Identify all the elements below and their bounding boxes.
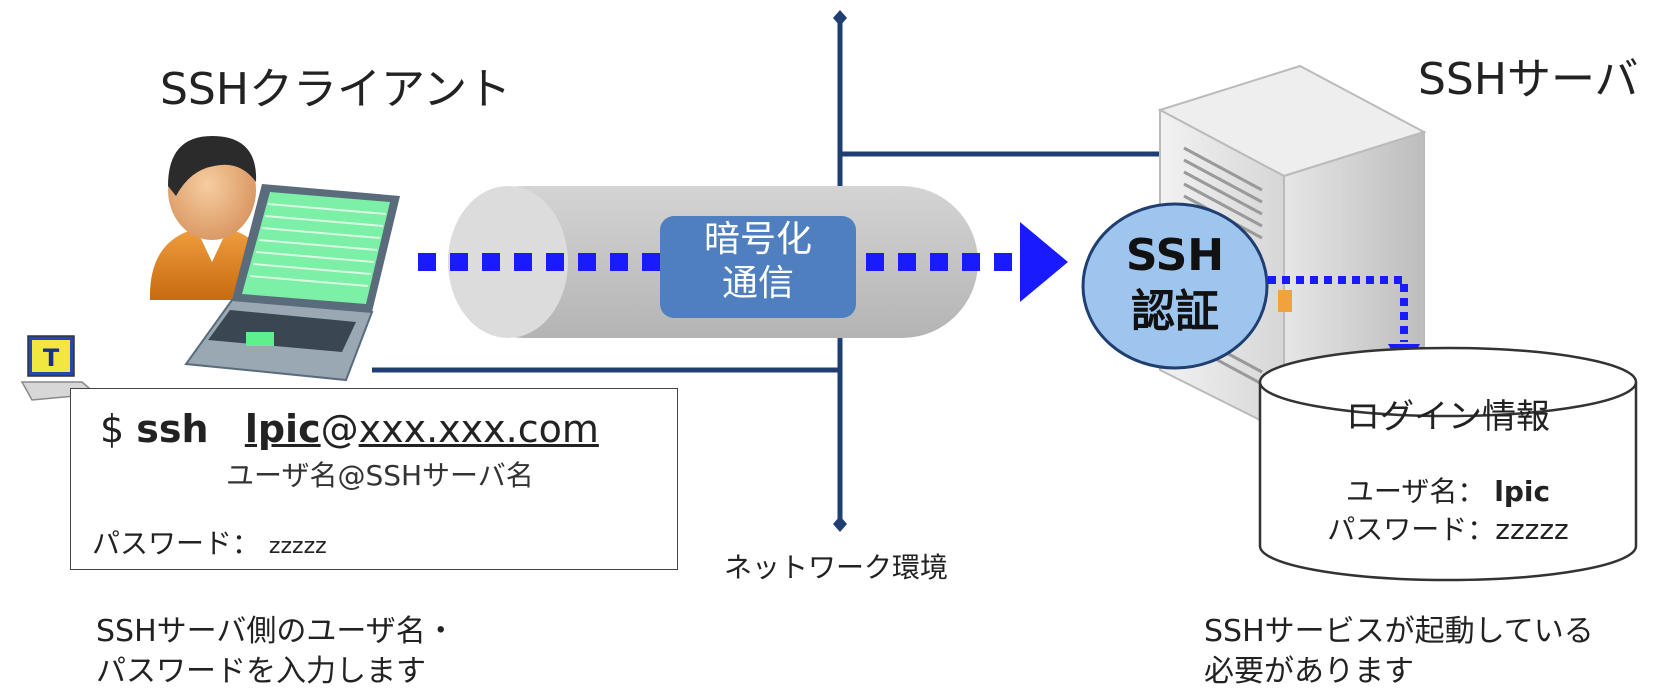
client-note-line1: SSHサーバ側のユーザ名・ <box>96 614 456 649</box>
database-icon <box>1258 346 1638 582</box>
command-box <box>70 388 678 570</box>
login-info-password: パスワード：zzzzz <box>1260 516 1636 544</box>
login-info-password-value: zzzzz <box>1495 513 1569 546</box>
client-password-label: パスワード： <box>92 527 261 560</box>
client-note: SSHサーバ側のユーザ名・ パスワードを入力します <box>96 612 456 692</box>
encryption-label-line2: 通信 <box>721 263 794 304</box>
client-password-line: パスワード： zzzzz <box>92 530 327 558</box>
server-note-line2: 必要があります <box>1204 654 1414 689</box>
svg-text:T: T <box>43 344 60 372</box>
server-title: SSHサーバ <box>1418 54 1639 105</box>
network-label: ネットワーク環境 <box>724 551 949 584</box>
ssh-auth-ellipse <box>1081 202 1269 370</box>
ssh-auth-line1: SSH <box>1125 230 1225 281</box>
command-at: @ <box>320 407 359 451</box>
network-bottom-marker <box>833 516 847 532</box>
login-info-password-label: パスワード： <box>1327 513 1496 546</box>
command-line: $ ssh lpic@xxx.xxx.com <box>100 410 599 448</box>
encryption-box <box>660 216 856 318</box>
client-title: SSHクライアント <box>160 64 512 115</box>
server-note: SSHサービスが起動している 必要があります <box>1204 612 1594 692</box>
command-name: ssh <box>136 407 209 451</box>
client-password-value: zzzzz <box>268 534 327 559</box>
login-info-user: ユーザ名： lpic <box>1260 478 1636 506</box>
command-prompt: $ <box>100 407 125 451</box>
ssh-auth-label: SSH 認証 <box>1086 228 1264 340</box>
login-info-user-label: ユーザ名： <box>1345 475 1486 508</box>
arrow-head <box>1020 222 1068 302</box>
network-top-marker <box>833 10 847 26</box>
encryption-label: 暗号化 通信 <box>660 218 856 306</box>
server-note-line1: SSHサービスが起動している <box>1204 614 1594 649</box>
encryption-label-line1: 暗号化 <box>703 219 812 260</box>
login-info-title: ログイン情報 <box>1346 397 1550 437</box>
client-note-line2: パスワードを入力します <box>96 654 426 689</box>
command-user: lpic <box>244 407 321 451</box>
command-host: xxx.xxx.com <box>358 407 599 451</box>
ssh-auth-line2: 認証 <box>1131 286 1219 337</box>
laptop-icon <box>184 184 400 382</box>
command-hint: ユーザ名@SSHサーバ名 <box>226 459 534 492</box>
terminal-app-icon: T <box>20 335 98 401</box>
login-info-user-value: lpic <box>1494 475 1551 508</box>
